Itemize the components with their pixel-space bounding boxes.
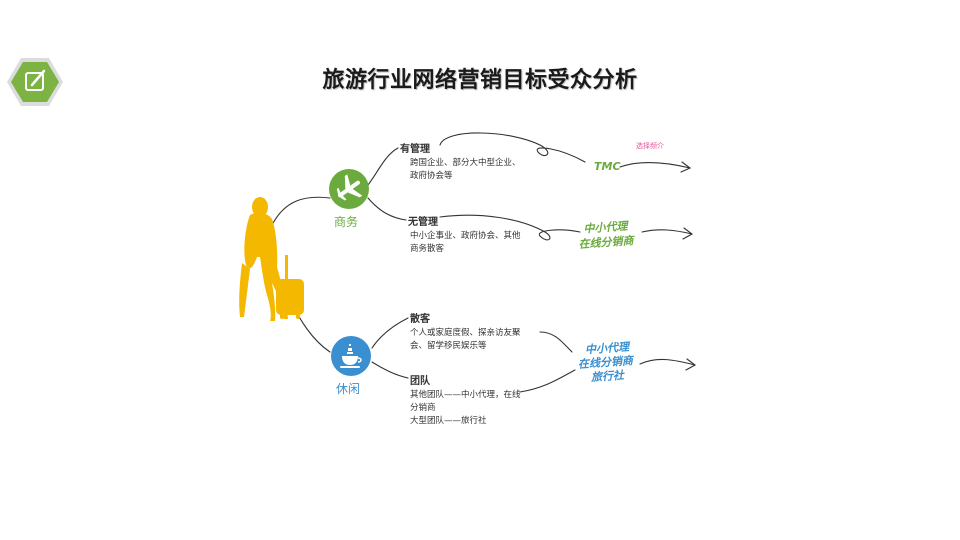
business-label: 商务 <box>334 215 359 229</box>
managed-note: 选择频介 <box>636 142 664 150</box>
unmanaged-description: 中小企事业、政府协会、其他 商务散客 <box>410 230 521 256</box>
teacup-icon <box>331 336 371 376</box>
unmanaged-line-2: 商务散客 <box>410 244 445 254</box>
edit-icon <box>7 58 63 106</box>
page-title: 旅游行业网络营销目标受众分析 <box>322 68 638 93</box>
managed-title: 有管理 <box>400 144 430 155</box>
leisure-result: 中小代理 在线分销商 旅行社 <box>577 340 635 386</box>
individual-line-1: 个人或家庭度假、探亲访友聚 <box>410 328 521 338</box>
group-line-2: 分销商 <box>410 403 436 413</box>
airplane-icon <box>329 169 369 209</box>
managed-line-1: 跨国企业、部分大中型企业、 <box>410 158 521 168</box>
group-title: 团队 <box>410 376 430 387</box>
leisure-label: 休闲 <box>336 382 361 396</box>
group-line-1: 其他团队——中小代理，在线 <box>410 390 521 400</box>
individual-line-2: 会、留学移民娱乐等 <box>410 341 487 351</box>
individual-description: 个人或家庭度假、探亲访友聚 会、留学移民娱乐等 <box>410 327 521 353</box>
group-description: 其他团队——中小代理，在线 分销商 大型团队——旅行社 <box>410 389 521 428</box>
individual-title: 散客 <box>410 314 430 325</box>
unmanaged-result: 中小代理 在线分销商 <box>577 218 634 252</box>
managed-line-2: 政府协会等 <box>410 171 453 181</box>
traveler-silhouette <box>239 197 304 321</box>
unmanaged-title: 无管理 <box>408 217 438 228</box>
group-line-3: 大型团队——旅行社 <box>410 416 487 426</box>
tmc-label: TMC <box>594 160 621 173</box>
unmanaged-line-1: 中小企事业、政府协会、其他 <box>410 231 521 241</box>
managed-description: 跨国企业、部分大中型企业、 政府协会等 <box>410 157 521 183</box>
